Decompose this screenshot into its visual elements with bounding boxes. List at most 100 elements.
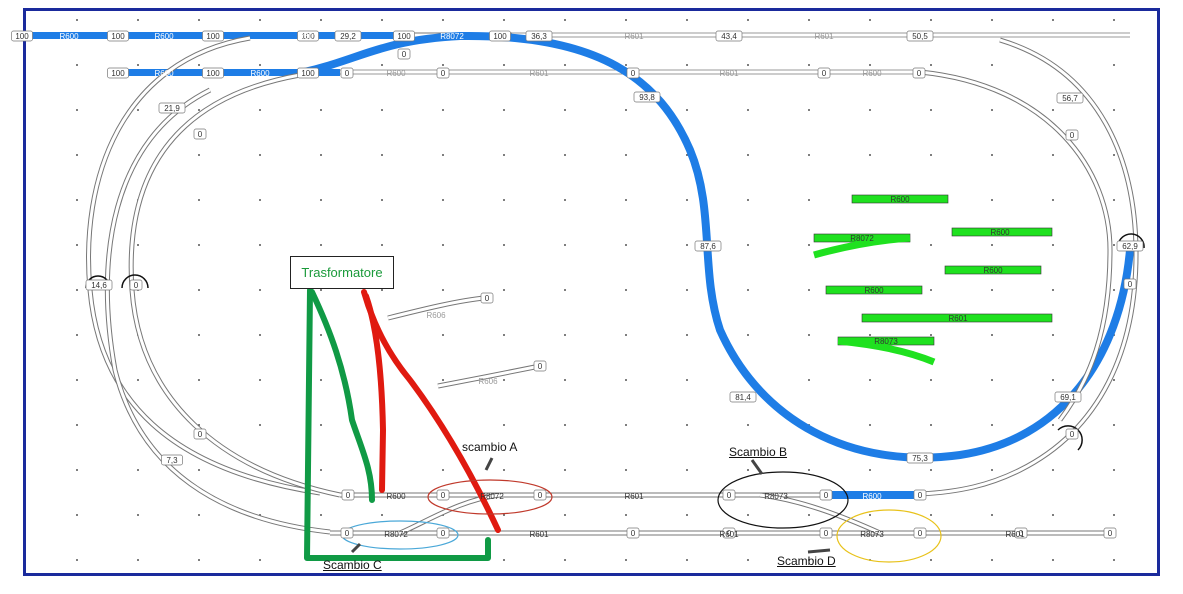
switch-highlights xyxy=(341,471,942,563)
track-value: 0 xyxy=(727,491,732,500)
value-tag-bg xyxy=(1065,428,1079,440)
value-tag-bg xyxy=(1116,240,1144,252)
switch-diverging xyxy=(399,492,882,536)
value-tag-bg xyxy=(912,67,926,79)
track-value: 0 xyxy=(538,362,543,371)
track-value: 0 xyxy=(402,50,407,59)
track-value: 75,3 xyxy=(912,454,928,463)
track-value: 0 xyxy=(441,69,446,78)
track-value: 21,9 xyxy=(164,104,180,113)
switch-a-label: scambio A xyxy=(462,440,518,454)
track-value: 62,9 xyxy=(1122,242,1138,251)
part-code: R600 xyxy=(154,69,174,78)
value-tag-bg xyxy=(819,489,833,501)
part-code: R8072 xyxy=(850,234,874,243)
value-tag-bg xyxy=(161,454,183,466)
value-tag-bg xyxy=(525,30,553,42)
track-value: 29,2 xyxy=(340,32,356,41)
track-value: 0 xyxy=(346,491,351,500)
part-code: R606 xyxy=(478,377,498,386)
part-code: R600 xyxy=(862,69,882,78)
track-value: 100 xyxy=(206,69,220,78)
track-value: 0 xyxy=(1019,529,1024,538)
track-value: 100 xyxy=(111,69,125,78)
part-code: R601 xyxy=(529,530,549,539)
track-value: 100 xyxy=(111,32,125,41)
track-value: 0 xyxy=(1108,529,1113,538)
value-tag-bg xyxy=(297,67,319,79)
track-value: 0 xyxy=(198,430,203,439)
value-tag-bg xyxy=(1123,278,1137,290)
value-tag-bg xyxy=(129,279,143,291)
part-code: R8072 xyxy=(384,530,408,539)
part-code: R8072 xyxy=(480,492,504,501)
wire-green-return xyxy=(304,287,491,561)
part-code: R600 xyxy=(862,492,882,501)
switch-b-label: Scambio B xyxy=(729,445,788,459)
track-value: 0 xyxy=(824,491,829,500)
track-value: 14,6 xyxy=(91,281,107,290)
track-value: 100 xyxy=(301,32,315,41)
track-value: 69,1 xyxy=(1060,393,1076,402)
track-value: 100 xyxy=(301,69,315,78)
part-code: R600 xyxy=(890,195,910,204)
value-tag-bg xyxy=(340,527,354,539)
track-value: 81,4 xyxy=(735,393,751,402)
part-code: R600 xyxy=(990,228,1010,237)
value-tag-bg xyxy=(193,428,207,440)
value-tag-bg xyxy=(340,67,354,79)
track-value: 0 xyxy=(538,491,543,500)
value-tag-bg xyxy=(397,48,411,60)
part-code: R8073 xyxy=(860,530,884,539)
value-tag-bg xyxy=(913,527,927,539)
track-value: 100 xyxy=(15,32,29,41)
value-tag-bg xyxy=(11,30,33,42)
track-value: 0 xyxy=(441,491,446,500)
value-tag-bg xyxy=(1103,527,1117,539)
track-value: 0 xyxy=(134,281,139,290)
track-value: 0 xyxy=(345,69,350,78)
part-code: R8072 xyxy=(440,32,464,41)
track-value: 93,8 xyxy=(639,93,655,102)
track-value: 0 xyxy=(918,529,923,538)
track-value: 0 xyxy=(1070,430,1075,439)
track-value: 0 xyxy=(1128,280,1133,289)
value-tag-bg xyxy=(729,391,757,403)
value-tag-bg xyxy=(626,527,640,539)
value-tag-bg xyxy=(906,452,934,464)
part-code: R600 xyxy=(386,492,406,501)
track-value: 0 xyxy=(441,529,446,538)
value-tag-bg xyxy=(633,91,661,103)
wire-green-feed xyxy=(309,289,375,503)
part-code: R600 xyxy=(864,286,884,295)
part-code: R600 xyxy=(250,69,270,78)
value-tag-bg xyxy=(1014,527,1028,539)
value-tag-bg xyxy=(694,240,722,252)
track-value: 0 xyxy=(485,294,490,303)
value-tag-bg xyxy=(436,527,450,539)
part-code: R601 xyxy=(1005,530,1025,539)
outer-loops xyxy=(86,35,1139,535)
part-code: R8073 xyxy=(764,492,788,501)
value-tag-bg xyxy=(906,30,934,42)
value-tag-bg xyxy=(533,489,547,501)
track-value: 100 xyxy=(206,32,220,41)
value-tag-bg xyxy=(202,30,224,42)
track-value: 56,7 xyxy=(1062,94,1078,103)
part-code: R600 xyxy=(983,266,1003,275)
track-value: 0 xyxy=(822,69,827,78)
part-code: R601 xyxy=(624,32,644,41)
value-tag-bg xyxy=(334,30,362,42)
value-tag-bg xyxy=(1056,92,1084,104)
value-tag-bg xyxy=(85,279,113,291)
value-tag-bg xyxy=(107,30,129,42)
value-tag-bg xyxy=(107,67,129,79)
track-value: 100 xyxy=(397,32,411,41)
part-code: R601 xyxy=(624,492,644,501)
track-value: 0 xyxy=(345,529,350,538)
track-value: 0 xyxy=(824,529,829,538)
value-tag-bg xyxy=(1065,129,1079,141)
